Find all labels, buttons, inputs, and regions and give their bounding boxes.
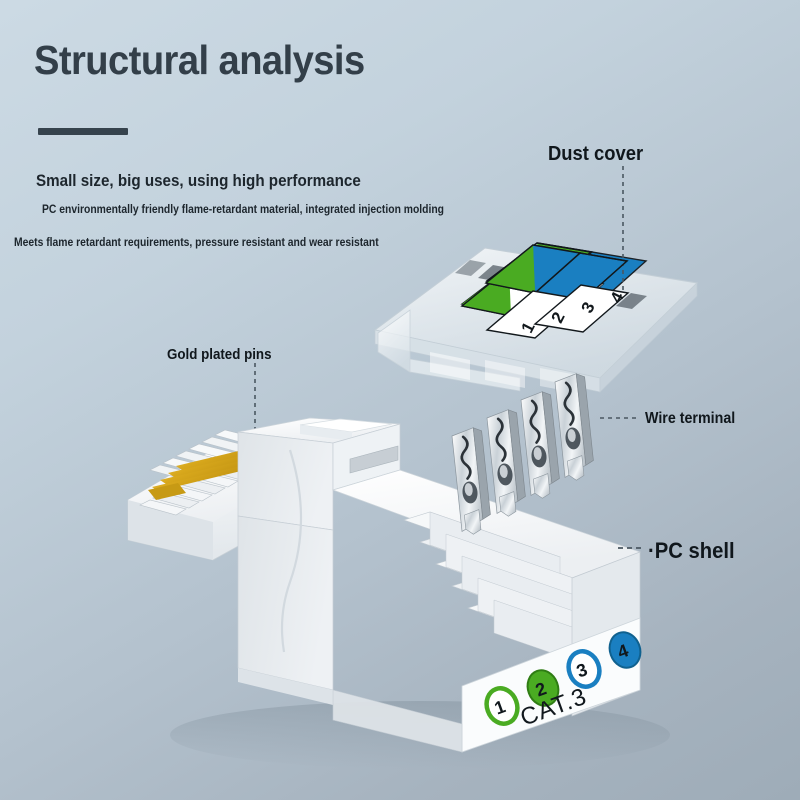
subtitle-line-2: PC environmentally friendly flame-retard…	[42, 204, 445, 216]
wire-terminals-group[interactable]	[450, 371, 640, 537]
pc-shell-body[interactable]	[237, 417, 642, 760]
subtitle-main: Small size, big uses, using high perform…	[36, 172, 361, 190]
port-circle-4: 4	[608, 631, 642, 669]
port-circle-2: 2	[526, 669, 560, 707]
callout-gold-pins: Gold plated pins	[167, 347, 272, 363]
subtitle-line-3: Meets flame retardant requirements, pres…	[14, 237, 379, 249]
callout-pc-shell: ·PC shell	[648, 538, 735, 563]
port-circle-3: 3	[566, 649, 602, 689]
callout-wire-terminal: Wire terminal	[645, 410, 736, 427]
dust-cover-numbers: 1 2 3 4	[485, 284, 630, 339]
dust-cover-skirt	[377, 309, 572, 392]
port-circle-1: 1	[484, 686, 520, 726]
callout-dust-cover: Dust cover	[548, 143, 644, 165]
title-underline-rule	[38, 128, 128, 135]
page-title: Structural analysis	[34, 37, 365, 83]
